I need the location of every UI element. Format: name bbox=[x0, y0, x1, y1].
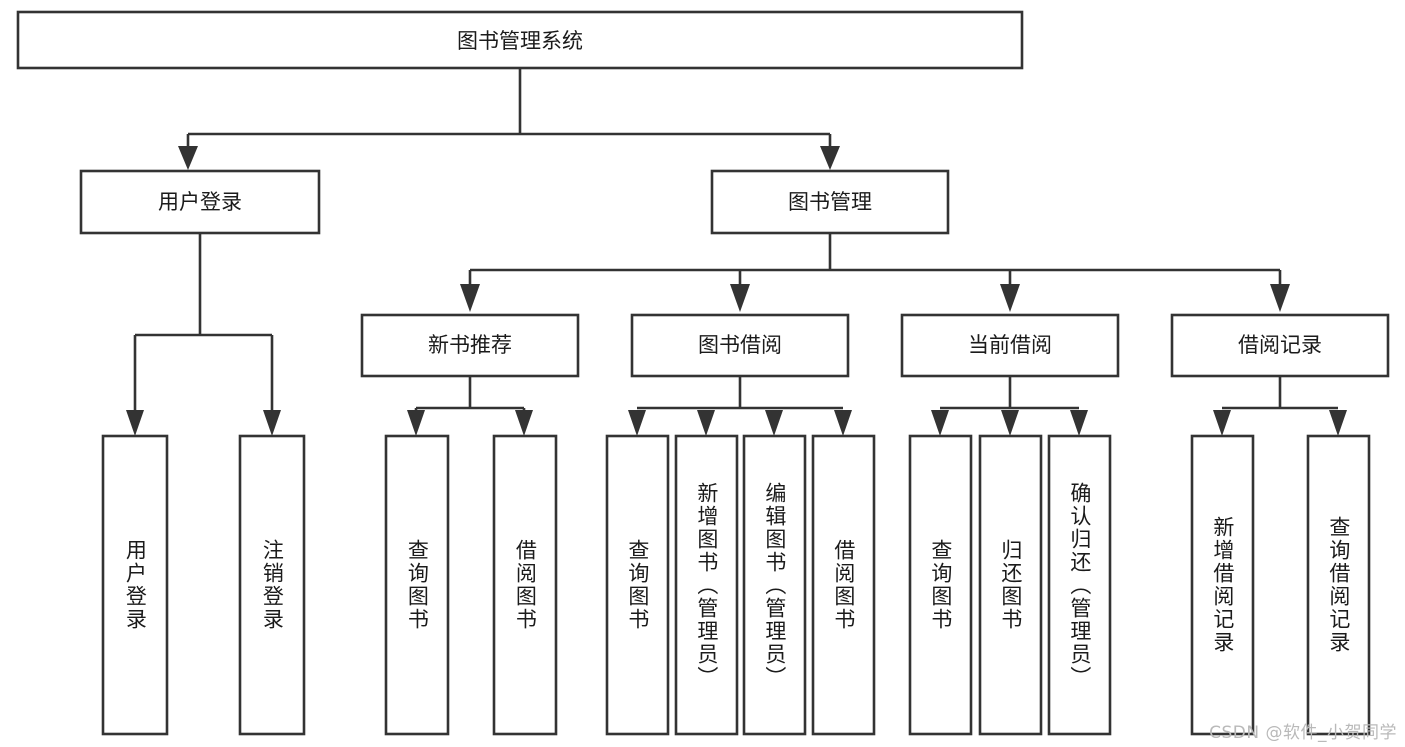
arrow-root-to-user-login bbox=[178, 146, 198, 170]
arrow-user-login-leaf-2 bbox=[263, 410, 281, 436]
node-user-login-box[interactable] bbox=[79, 169, 321, 235]
arrow-nbr-leaf-2 bbox=[515, 410, 533, 436]
leaf-return-book[interactable]: 归还图书 bbox=[978, 434, 1043, 736]
node-current-borrow-label: 当前借阅 bbox=[968, 333, 1052, 357]
node-root-label: 图书管理系统 bbox=[457, 29, 583, 53]
leaf-query-record[interactable]: 查询借阅记录 bbox=[1306, 434, 1371, 736]
arrow-bm-to-current-borrow bbox=[1000, 284, 1020, 312]
connector-group-root bbox=[178, 68, 840, 170]
leaf-add-record[interactable]: 新增借阅记录 bbox=[1190, 434, 1255, 736]
leaf-return-book-label: 归还图书 bbox=[998, 539, 1023, 631]
arrow-bb-leaf-3 bbox=[765, 410, 783, 436]
leaf-borrow-book-2[interactable]: 借阅图书 bbox=[811, 434, 876, 736]
connector-group-book-borrow bbox=[628, 376, 852, 436]
leaf-edit-book-box[interactable] bbox=[742, 434, 807, 736]
leaf-add-book[interactable]: 新增图书（管理员） bbox=[674, 434, 739, 736]
leaf-borrow-book-2-box[interactable] bbox=[811, 434, 876, 736]
node-book-borrow-label: 图书借阅 bbox=[698, 333, 782, 357]
leaf-query-record-label: 查询借阅记录 bbox=[1326, 516, 1351, 654]
node-current-borrow[interactable]: 当前借阅 bbox=[900, 313, 1120, 378]
leaf-logout[interactable]: 注销登录 bbox=[238, 434, 306, 736]
leaf-add-record-box[interactable] bbox=[1190, 434, 1255, 736]
arrow-br-leaf-1 bbox=[1213, 410, 1231, 436]
connector-group-current-borrow bbox=[931, 376, 1088, 436]
leaf-query-record-box[interactable] bbox=[1306, 434, 1371, 736]
node-borrow-record[interactable]: 借阅记录 bbox=[1170, 313, 1390, 378]
arrow-root-to-book-manage bbox=[820, 146, 840, 170]
node-book-manage-box[interactable] bbox=[710, 169, 950, 235]
leaf-edit-book[interactable]: 编辑图书（管理员） bbox=[742, 434, 807, 736]
leaf-confirm-return[interactable]: 确认归还（管理员） bbox=[1047, 434, 1112, 736]
leaf-borrow-book-1-label: 借阅图书 bbox=[513, 539, 538, 631]
connector-group-new-book-recommend bbox=[407, 376, 533, 436]
leaf-query-book-1-label: 查询图书 bbox=[405, 539, 430, 631]
leaf-add-book-label: 新增图书（管理员） bbox=[694, 481, 719, 689]
node-book-borrow[interactable]: 图书借阅 bbox=[630, 313, 850, 378]
connector-group-book-manage bbox=[460, 233, 1290, 312]
node-current-borrow-box[interactable] bbox=[900, 313, 1120, 378]
arrow-bb-leaf-2 bbox=[697, 410, 715, 436]
leaf-query-book-1[interactable]: 查询图书 bbox=[384, 434, 450, 736]
arrow-bb-leaf-1 bbox=[628, 410, 646, 436]
leaf-logout-box[interactable] bbox=[238, 434, 306, 736]
leaf-confirm-return-label: 确认归还（管理员） bbox=[1067, 481, 1092, 689]
leaf-borrow-book-1-box[interactable] bbox=[492, 434, 558, 736]
leaf-user-login-label: 用户登录 bbox=[123, 539, 148, 631]
arrow-cb-leaf-3 bbox=[1070, 410, 1088, 436]
csdn-watermark: CSDN @软件_小贺同学 bbox=[1209, 723, 1397, 743]
leaf-query-book-1-box[interactable] bbox=[384, 434, 450, 736]
connector-group-user-login bbox=[126, 233, 281, 436]
node-borrow-record-label: 借阅记录 bbox=[1238, 333, 1322, 357]
connector-group-borrow-record bbox=[1213, 376, 1347, 436]
leaf-query-book-2[interactable]: 查询图书 bbox=[605, 434, 670, 736]
leaf-add-book-box[interactable] bbox=[674, 434, 739, 736]
arrow-bm-to-borrow-record bbox=[1270, 284, 1290, 312]
node-root-box[interactable] bbox=[16, 10, 1024, 70]
arrow-bm-to-new-book-recommend bbox=[460, 284, 480, 312]
node-borrow-record-box[interactable] bbox=[1170, 313, 1390, 378]
leaf-query-book-2-box[interactable] bbox=[605, 434, 670, 736]
node-new-book-recommend[interactable]: 新书推荐 bbox=[360, 313, 580, 378]
arrow-bb-leaf-4 bbox=[834, 410, 852, 436]
arrow-bm-to-book-borrow bbox=[730, 284, 750, 312]
leaf-query-book-2-label: 查询图书 bbox=[625, 539, 650, 631]
arrow-nbr-leaf-1 bbox=[407, 410, 425, 436]
node-new-book-recommend-label: 新书推荐 bbox=[428, 333, 512, 357]
leaf-confirm-return-box[interactable] bbox=[1047, 434, 1112, 736]
node-book-manage[interactable]: 图书管理 bbox=[710, 169, 950, 235]
leaf-user-login-box[interactable] bbox=[101, 434, 169, 736]
leaf-add-record-label: 新增借阅记录 bbox=[1210, 516, 1235, 654]
leaf-edit-book-label: 编辑图书（管理员） bbox=[762, 481, 787, 689]
node-root[interactable]: 图书管理系统 bbox=[16, 10, 1024, 70]
node-user-login-label: 用户登录 bbox=[158, 190, 242, 214]
leaf-borrow-book-1[interactable]: 借阅图书 bbox=[492, 434, 558, 736]
arrow-br-leaf-2 bbox=[1329, 410, 1347, 436]
leaf-return-book-box[interactable] bbox=[978, 434, 1043, 736]
leaf-user-login[interactable]: 用户登录 bbox=[101, 434, 169, 736]
node-book-manage-label: 图书管理 bbox=[788, 190, 872, 214]
leaf-borrow-book-2-label: 借阅图书 bbox=[831, 539, 856, 631]
leaf-query-book-3[interactable]: 查询图书 bbox=[908, 434, 973, 736]
leaf-query-book-3-label: 查询图书 bbox=[928, 539, 953, 631]
arrow-user-login-leaf-1 bbox=[126, 410, 144, 436]
leaf-logout-label: 注销登录 bbox=[260, 539, 285, 631]
node-user-login[interactable]: 用户登录 bbox=[79, 169, 321, 235]
leaf-query-book-3-box[interactable] bbox=[908, 434, 973, 736]
arrow-cb-leaf-2 bbox=[1001, 410, 1019, 436]
node-new-book-recommend-box[interactable] bbox=[360, 313, 580, 378]
arrow-cb-leaf-1 bbox=[931, 410, 949, 436]
node-book-borrow-box[interactable] bbox=[630, 313, 850, 378]
